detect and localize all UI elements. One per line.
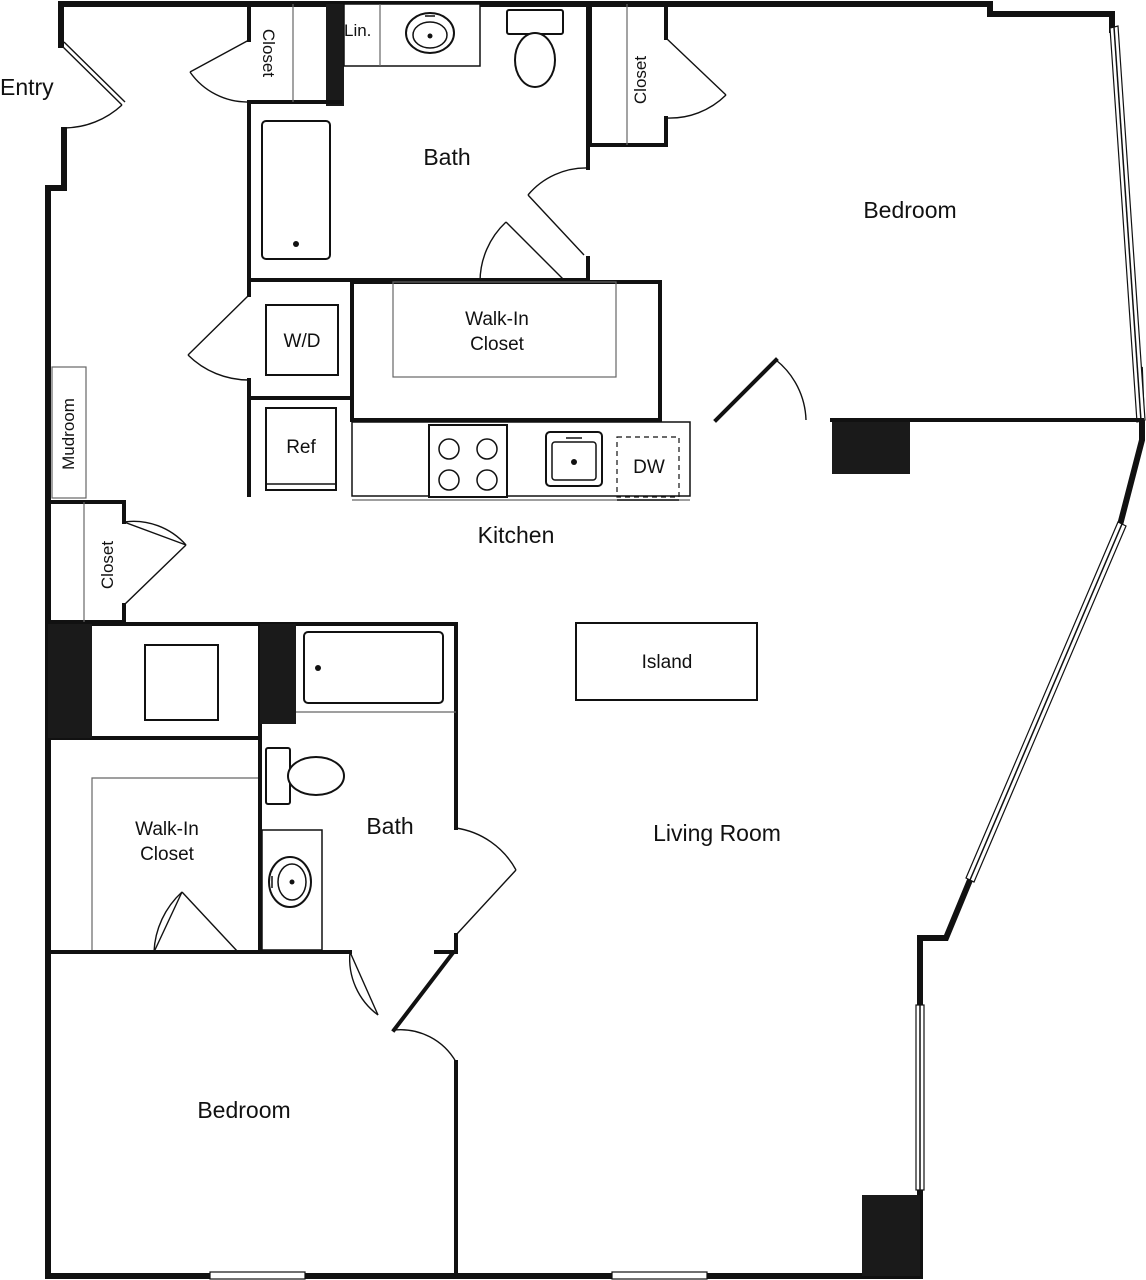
label-walkin-top-2: Closet: [470, 334, 525, 355]
label-bedroom-closet: Closet: [631, 56, 650, 104]
kitchen-sink: [545, 431, 603, 487]
label-bedroom-top: Bedroom: [863, 197, 956, 223]
interior-walls: [46, 2, 1144, 1278]
label-kitchen: Kitchen: [478, 522, 555, 548]
label-walkin-bottom-2: Closet: [140, 844, 195, 865]
room-labels: Entry Closet Lin. Bath Closet Bedroom W/…: [0, 21, 957, 1123]
fixtures: [51, 3, 758, 951]
label-dw: DW: [633, 457, 665, 478]
label-island: Island: [642, 652, 693, 673]
label-hall-closet: Closet: [98, 541, 117, 589]
label-entry: Entry: [0, 74, 54, 100]
doors: [60, 37, 807, 1063]
bathtub-top: [261, 120, 331, 260]
label-living-room: Living Room: [653, 820, 781, 846]
sink-top-bath: [405, 12, 455, 54]
label-bath-top: Bath: [423, 144, 470, 170]
bathtub-bottom: [303, 631, 444, 704]
range: [428, 424, 508, 498]
label-bedroom-bottom: Bedroom: [197, 1097, 290, 1123]
label-linen: Lin.: [344, 21, 371, 40]
label-entry-closet: Closet: [259, 29, 278, 77]
label-wd: W/D: [284, 331, 321, 352]
label-mudroom: Mudroom: [59, 398, 78, 470]
toilet-top-bath: [506, 9, 564, 88]
windows: [209, 25, 1146, 1280]
label-ref: Ref: [286, 437, 316, 458]
label-walkin-bottom-1: Walk-In: [135, 819, 199, 840]
label-walkin-top-1: Walk-In: [465, 309, 529, 330]
toilet-bottom-bath: [265, 747, 345, 805]
label-bath-bottom: Bath: [366, 813, 413, 839]
sink-bottom-bath: [268, 856, 312, 908]
